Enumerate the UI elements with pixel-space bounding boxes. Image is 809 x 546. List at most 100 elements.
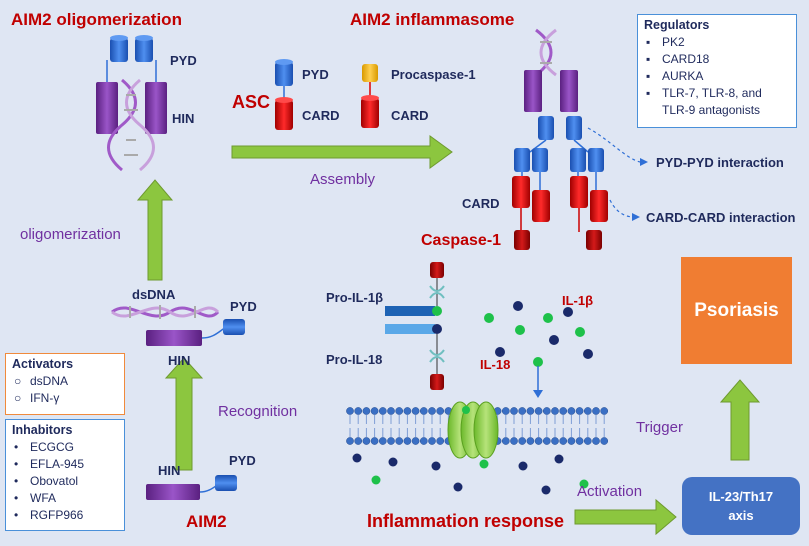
arrow-activation — [574, 498, 677, 536]
label-pyd-asc: PYD — [302, 67, 329, 82]
pro-cytokines — [385, 262, 445, 390]
step-recognition: Recognition — [218, 403, 298, 420]
lipid-head — [559, 407, 568, 415]
lipid-head — [542, 437, 551, 445]
list-item: •WFA — [14, 491, 56, 505]
arrow-recognition — [164, 357, 204, 471]
label-pyd-pyd-interaction: PYD-PYD interaction — [656, 155, 784, 170]
regulators-box: Regulators ▪PK2 ▪CARD18 ▪AURKA ▪TLR-7, T… — [637, 14, 797, 128]
procaspase1-molecule — [361, 64, 379, 128]
label-hin-monomer: HIN — [158, 463, 181, 478]
lipid-head — [428, 437, 436, 445]
lipid-head — [346, 437, 354, 445]
list-item: TLR-9 antagonists — [662, 103, 761, 117]
activators-box: Activators ○dsDNA ○IFN-γ — [5, 353, 125, 415]
title-aim2-oligomerization: AIM2 oligomerization — [11, 10, 182, 29]
lipid-head — [534, 407, 543, 415]
regulators-title: Regulators — [644, 18, 710, 32]
released-cytokines — [484, 301, 593, 398]
list-item: •ECGCG — [14, 440, 75, 454]
regulators-list: ▪PK2 ▪CARD18 ▪AURKA ▪TLR-7, TLR-8, and T… — [644, 34, 790, 119]
arrow-trigger — [719, 379, 761, 461]
list-item: •Obovatol — [14, 474, 79, 488]
label-card-asc: CARD — [302, 108, 340, 123]
list-item: ○dsDNA — [14, 374, 69, 388]
label-dsdna: dsDNA — [132, 287, 176, 302]
label-hin-oligomer: HIN — [172, 111, 195, 126]
lipid-head — [583, 407, 592, 415]
lipid-head — [354, 407, 363, 415]
lipid-head — [551, 407, 559, 415]
inhibitors-box: Inhabitors •ECGCG •EFLA-945 •Obovatol •W… — [5, 419, 125, 531]
lipid-head — [403, 437, 412, 445]
lipid-head — [600, 407, 609, 415]
list-item: ▪AURKA — [646, 69, 704, 83]
lipid-head — [378, 437, 387, 445]
lipid-head — [419, 437, 428, 445]
lipid-head — [592, 407, 600, 415]
aim2-monomer — [146, 475, 237, 500]
label-pro-il18: Pro-IL-18 — [326, 352, 383, 367]
label-card-procaspase: CARD — [391, 108, 429, 123]
lipid-head — [559, 437, 568, 445]
inhibitors-list: •ECGCG •EFLA-945 •Obovatol •WFA •RGFP966 — [12, 439, 118, 524]
lipid-head — [346, 407, 354, 415]
label-pyd-monomer: PYD — [229, 453, 256, 468]
label-asc: ASC — [232, 92, 271, 112]
label-il23-line1: IL-23/Th17 — [708, 489, 774, 504]
lipid-head — [501, 407, 510, 415]
label-card-inflammasome: CARD — [462, 196, 500, 211]
lipid-head — [411, 407, 420, 415]
lipid-head — [395, 437, 404, 445]
lipid-head — [534, 437, 543, 445]
title-aim2-inflammasome: AIM2 inflammasome — [350, 10, 515, 29]
label-il23-line2: axis — [728, 508, 754, 523]
lipid-head — [600, 437, 609, 445]
lipid-head — [518, 437, 527, 445]
inhibitors-title: Inhabitors — [12, 423, 73, 437]
lipid-head — [370, 407, 379, 415]
lipid-head — [575, 407, 584, 415]
list-item: ▪PK2 — [646, 35, 685, 49]
list-item: •RGFP966 — [14, 508, 84, 522]
label-caspase1: Caspase-1 — [421, 232, 502, 249]
step-activation: Activation — [577, 483, 643, 500]
label-procaspase1: Procaspase-1 — [391, 67, 476, 82]
label-pyd-recognition: PYD — [230, 299, 257, 314]
intracellular-cytokines — [352, 453, 589, 495]
label-il18: IL-18 — [480, 357, 511, 372]
step-assembly: Assembly — [310, 171, 376, 188]
activators-title: Activators — [12, 357, 74, 371]
lipid-head — [378, 407, 387, 415]
lipid-head — [428, 407, 436, 415]
lipid-head — [419, 407, 428, 415]
list-item: ▪TLR-7, TLR-8, and — [646, 86, 762, 100]
lipid-head — [395, 407, 404, 415]
list-item: ▪CARD18 — [646, 52, 710, 66]
lipid-head — [575, 437, 584, 445]
aim2-inflammasome-complex — [512, 28, 648, 250]
lipid-head — [567, 437, 576, 445]
lipid-head — [370, 437, 379, 445]
lipid-head — [510, 407, 518, 415]
lipid-head — [362, 407, 371, 415]
label-psoriasis: Psoriasis — [694, 300, 779, 321]
list-item: •EFLA-945 — [14, 457, 85, 471]
label-inflammation-response: Inflammation response — [367, 511, 565, 531]
lipid-head — [567, 407, 576, 415]
lipid-head — [551, 437, 559, 445]
lipid-head — [436, 407, 445, 415]
lipid-head — [526, 437, 535, 445]
label-pyd-oligomer: PYD — [170, 53, 197, 68]
label-aim2: AIM2 — [186, 512, 227, 531]
lipid-head — [542, 407, 551, 415]
membrane-channel — [447, 401, 499, 459]
lipid-head — [411, 437, 420, 445]
lipid-head — [354, 437, 363, 445]
lipid-head — [436, 437, 445, 445]
label-card-card-interaction: CARD-CARD interaction — [646, 210, 796, 225]
aim2-dsdna-complex — [111, 305, 245, 346]
label-il1b: IL-1β — [562, 293, 594, 308]
